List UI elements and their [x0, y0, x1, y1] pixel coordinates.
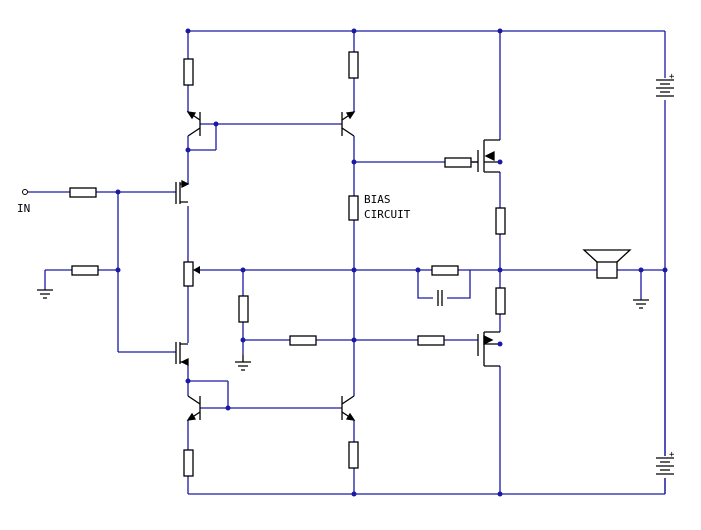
mosfet-output-top [472, 139, 500, 173]
resistor-r3 [183, 449, 194, 477]
ground-output [633, 299, 649, 309]
bias-label-line2: CIRCUIT [364, 208, 411, 221]
input-terminal-icon [22, 189, 28, 195]
resistor-gate-bottom [417, 335, 445, 346]
battery-top [656, 78, 674, 100]
resistor-source-bottom [495, 287, 506, 315]
wires [25, 30, 666, 495]
potentiometer [183, 261, 194, 287]
transistor-input-top [175, 179, 190, 204]
battery-bottom-plus: + [669, 450, 675, 460]
transistor-q4 [341, 395, 356, 421]
resistor-source-top [495, 207, 506, 235]
ground-shunt [235, 355, 251, 371]
transistor-q3 [186, 395, 201, 421]
resistor-r1 [183, 58, 194, 86]
resistor-gate-top [444, 157, 472, 168]
transistor-q1 [186, 111, 201, 137]
speaker-icon [582, 249, 632, 279]
resistor-input [69, 187, 97, 198]
resistor-r2 [348, 51, 359, 79]
resistor-mid [289, 335, 317, 346]
bias-label-line1: BIAS [364, 193, 391, 206]
battery-bottom [656, 456, 674, 478]
transistor-input-bottom [175, 342, 189, 367]
resistor-shunt [238, 295, 249, 323]
ground-input [37, 289, 53, 299]
resistors [69, 51, 506, 477]
resistor-ground-input [71, 265, 99, 276]
mosfet-output-bottom [477, 331, 500, 367]
resistor-r4 [348, 441, 359, 469]
input-label: IN [17, 202, 30, 215]
potentiometer-wiper [193, 266, 200, 274]
battery-top-plus: + [669, 72, 675, 82]
resistor-bias [348, 195, 359, 221]
resistor-feedback [431, 265, 459, 276]
junctions [115, 28, 668, 497]
capacitor [437, 290, 443, 306]
transistor-q2 [341, 111, 356, 137]
